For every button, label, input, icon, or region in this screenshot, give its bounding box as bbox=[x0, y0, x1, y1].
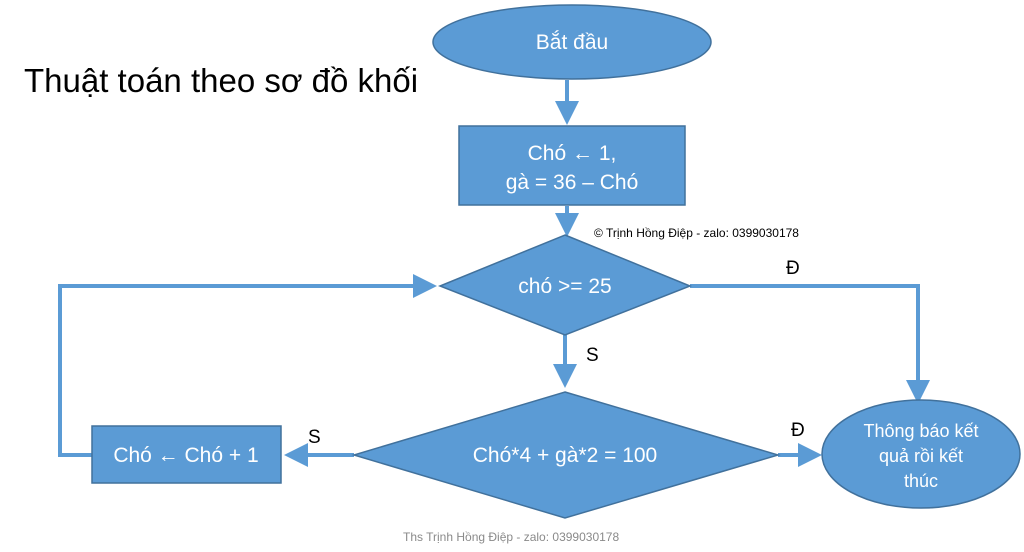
watermark-note: Ths Trịnh Hồng Điệp - zalo: 0399030178 bbox=[403, 530, 619, 544]
end-node-line1: Thông báo kết bbox=[863, 421, 978, 441]
start-node bbox=[432, 4, 712, 80]
end-node-line3: thúc bbox=[904, 471, 938, 491]
end-node bbox=[821, 399, 1021, 509]
condition-legs-decision bbox=[351, 391, 781, 519]
end-node-line2: quả rồi kết bbox=[879, 446, 963, 466]
init-process-line2: gà = 36 – Chó bbox=[506, 171, 639, 194]
init-process-node bbox=[458, 125, 686, 206]
copyright-note: © Trịnh Hồng Điệp - zalo: 0399030178 bbox=[594, 226, 799, 240]
increment-process-label: Chó ← Chó + 1 bbox=[113, 444, 258, 467]
edge-label-dogs-false: S bbox=[586, 345, 599, 366]
condition-dogs-label: chó >= 25 bbox=[518, 275, 611, 298]
diagram-title: Thuật toán theo sơ đồ khối bbox=[24, 62, 418, 99]
arrow-increment-loop-back bbox=[58, 274, 437, 457]
increment-process-node bbox=[91, 425, 282, 484]
condition-dogs-decision bbox=[437, 234, 693, 336]
start-node-label: Bắt đầu bbox=[536, 31, 608, 54]
condition-legs-label: Chó*4 + gà*2 = 100 bbox=[473, 444, 658, 467]
arrow-condition-dogs-to-end bbox=[690, 284, 930, 404]
edge-label-legs-false: S bbox=[308, 427, 321, 448]
edge-label-dogs-true: Đ bbox=[786, 258, 800, 279]
edge-label-legs-true: Đ bbox=[791, 420, 805, 441]
init-process-line1: Chó ← 1, bbox=[528, 142, 617, 165]
